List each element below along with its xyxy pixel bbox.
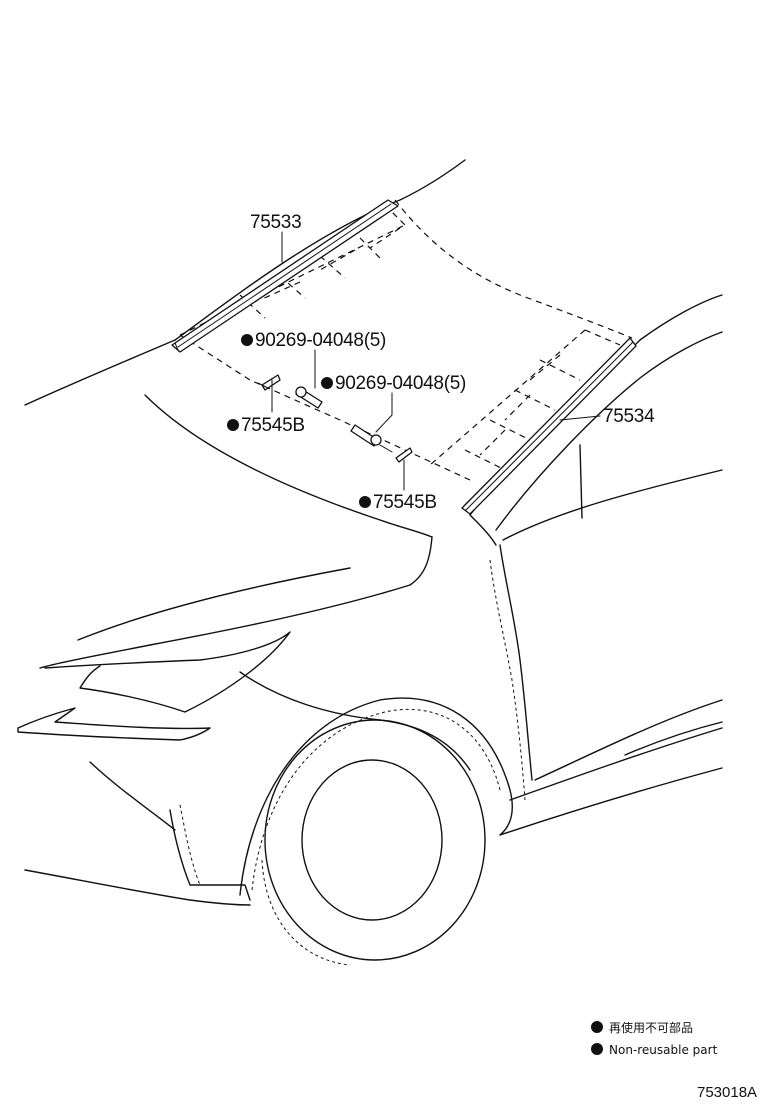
callout-retainer-right: 75545B [373, 492, 437, 513]
callout-75534: 75534 [603, 406, 655, 427]
callout-75533: 75533 [250, 212, 301, 233]
non-reusable-marker [241, 334, 253, 346]
clip-left-small [257, 374, 281, 391]
legend-marker [591, 1021, 603, 1033]
legend-marker [591, 1043, 603, 1055]
clip-right-bolt [350, 424, 393, 453]
leader-lines [271, 231, 601, 491]
figure-id: 753018A [697, 1084, 757, 1101]
clip-left-bolt [295, 386, 323, 409]
non-reusable-marker [359, 496, 371, 508]
callout-retainer-left: 75545B [241, 415, 305, 436]
callout-clip-upper: 90269-04048(5) [255, 330, 386, 351]
callout-clip-lower: 90269-04048(5) [335, 373, 466, 394]
car-body-outline [17, 159, 723, 966]
legend: 再使用不可部品 Non-reusable part [591, 1020, 718, 1057]
windshield-molding-75534 [461, 337, 637, 515]
non-reusable-marker [321, 377, 333, 389]
windshield-molding-75533 [171, 199, 399, 353]
legend-japanese: 再使用不可部品 [609, 1020, 693, 1035]
clip-right-small [395, 447, 413, 463]
windshield-glass-outline [179, 204, 621, 481]
legend-english: Non-reusable part [609, 1043, 718, 1057]
non-reusable-marker [227, 419, 239, 431]
